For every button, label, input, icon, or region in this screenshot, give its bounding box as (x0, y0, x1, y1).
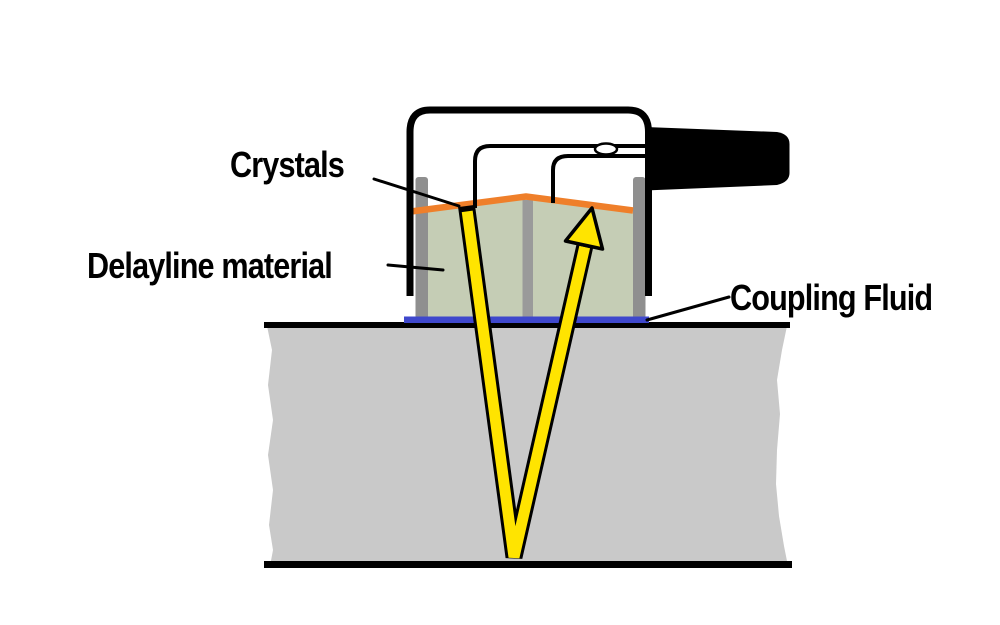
acoustic-barrier-left (415, 177, 428, 319)
coupling-fluid-layer (404, 316, 649, 323)
delayline-leader-line (386, 263, 445, 272)
crystal-wire-left (473, 144, 646, 208)
crystals (410, 193, 634, 215)
test-material (267, 326, 788, 566)
ultrasound-beam (461, 210, 591, 559)
acoustic-barrier-right (633, 177, 646, 319)
test-material-top-edge (264, 322, 790, 328)
wire-junction-ellipse (593, 142, 619, 156)
coupling-fluid-leader-line (645, 295, 731, 322)
crystals-label: Crystals (230, 144, 345, 185)
coupling-fluid-label: Coupling Fluid (730, 277, 933, 318)
test-material-bottom-edge (264, 561, 792, 568)
crystals-leader-line (372, 177, 461, 208)
transducer-housing (406, 106, 652, 296)
crystal-divider (522, 200, 533, 320)
cable-connector (645, 127, 790, 191)
crystal-wire-right (551, 154, 646, 203)
delayline-material-label: Delayline material (87, 245, 333, 286)
beam-arrowhead (563, 206, 605, 251)
